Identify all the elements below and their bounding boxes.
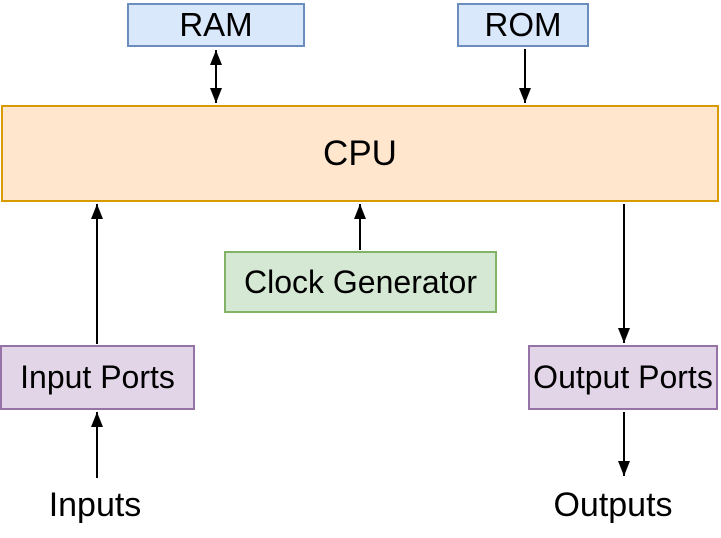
node-input-ports-label: Input Ports	[20, 359, 175, 395]
node-ram: RAM	[127, 3, 305, 47]
node-input-ports: Input Ports	[0, 345, 195, 410]
node-output-ports: Output Ports	[528, 345, 718, 410]
node-output-ports-label: Output Ports	[533, 359, 713, 395]
node-clock-generator: Clock Generator	[224, 251, 497, 313]
node-clock-generator-label: Clock Generator	[244, 263, 477, 300]
node-cpu: CPU	[1, 105, 719, 202]
node-rom-label: ROM	[484, 6, 562, 43]
node-cpu-label: CPU	[323, 133, 397, 173]
outputs-label: Outputs	[553, 486, 673, 524]
node-ram-label: RAM	[179, 6, 253, 43]
inputs-label: Inputs	[48, 486, 142, 524]
node-rom: ROM	[457, 3, 589, 47]
